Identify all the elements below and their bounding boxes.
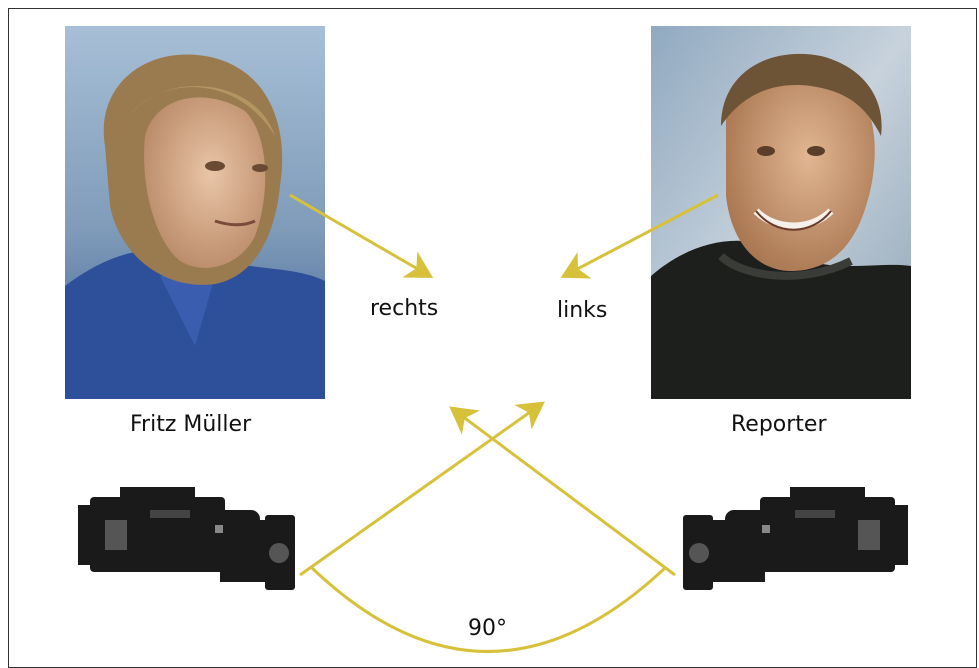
gaze-arrow-left xyxy=(289,193,434,279)
portrait-fritz-mueller xyxy=(65,26,325,399)
portrait-reporter xyxy=(651,26,911,399)
camera-axis-left xyxy=(299,401,545,577)
video-camera-left-icon xyxy=(78,487,295,590)
angle-label: 90° xyxy=(468,616,507,641)
gaze-label-left: rechts xyxy=(370,296,439,321)
person-name-right: Reporter xyxy=(731,412,827,437)
person-name-left: Fritz Müller xyxy=(130,412,252,437)
video-camera-right-icon xyxy=(683,487,908,590)
gaze-arrow-right xyxy=(560,193,719,279)
angle-arc xyxy=(310,566,667,653)
gaze-label-right: links xyxy=(557,298,608,323)
camera-axis-right xyxy=(449,406,676,577)
